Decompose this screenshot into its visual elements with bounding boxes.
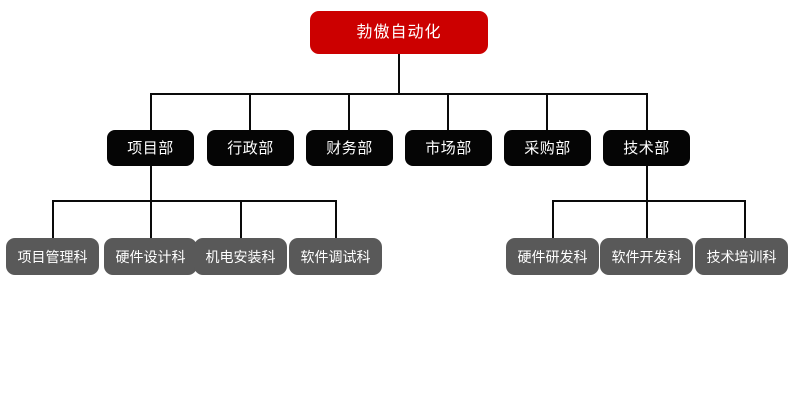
- org-node-department-marketing[interactable]: 市场部: [405, 130, 492, 166]
- org-node-section-software-development[interactable]: 软件开发科: [600, 238, 693, 275]
- org-node-section-project-management[interactable]: 项目管理科: [6, 238, 99, 275]
- org-node-department-finance-label: 财务部: [326, 139, 373, 157]
- connector-project-bus: [52, 200, 336, 202]
- org-node-department-administration-label: 行政部: [227, 139, 274, 157]
- org-node-department-purchasing[interactable]: 采购部: [504, 130, 591, 166]
- org-node-department-technical[interactable]: 技术部: [603, 130, 690, 166]
- org-node-section-software-development-label: 软件开发科: [611, 248, 682, 265]
- org-node-department-administration[interactable]: 行政部: [207, 130, 294, 166]
- connector-drop-dept-1: [150, 93, 152, 130]
- connector-drop-dept-6: [646, 93, 648, 130]
- org-node-section-software-debugging[interactable]: 软件调试科: [289, 238, 382, 275]
- connector-department-bus: [150, 93, 648, 95]
- org-node-root-label: 勃傲自动化: [356, 23, 442, 41]
- org-node-section-hardware-rd-label: 硬件研发科: [517, 248, 588, 265]
- org-node-department-project[interactable]: 项目部: [107, 130, 194, 166]
- connector-root-stem: [398, 54, 400, 93]
- connector-drop-section-5: [552, 200, 554, 238]
- org-node-section-software-debugging-label: 软件调试科: [300, 248, 371, 265]
- connector-drop-dept-3: [348, 93, 350, 130]
- org-node-section-hardware-design-label: 硬件设计科: [115, 248, 186, 265]
- org-node-department-technical-label: 技术部: [623, 139, 670, 157]
- connector-technical-stem: [646, 166, 648, 202]
- org-node-department-finance[interactable]: 财务部: [306, 130, 393, 166]
- org-node-department-purchasing-label: 采购部: [524, 139, 571, 157]
- connector-project-stem: [150, 166, 152, 202]
- org-node-root[interactable]: 勃傲自动化: [310, 11, 488, 54]
- org-node-section-technical-training[interactable]: 技术培训科: [695, 238, 788, 275]
- org-node-section-technical-training-label: 技术培训科: [706, 248, 777, 265]
- connector-technical-bus: [552, 200, 746, 202]
- connector-drop-dept-5: [546, 93, 548, 130]
- org-node-section-project-management-label: 项目管理科: [17, 248, 88, 265]
- connector-drop-section-4: [335, 200, 337, 238]
- connector-drop-section-2: [150, 200, 152, 238]
- org-node-section-electromechanical-installation[interactable]: 机电安装科: [194, 238, 287, 275]
- connector-drop-dept-4: [447, 93, 449, 130]
- org-node-department-marketing-label: 市场部: [425, 139, 472, 157]
- connector-drop-section-6: [646, 200, 648, 238]
- org-node-section-hardware-design[interactable]: 硬件设计科: [104, 238, 197, 275]
- connector-drop-section-3: [240, 200, 242, 238]
- connector-drop-dept-2: [249, 93, 251, 130]
- org-node-section-electromechanical-installation-label: 机电安装科: [205, 248, 276, 265]
- org-node-department-project-label: 项目部: [127, 139, 174, 157]
- connector-drop-section-1: [52, 200, 54, 238]
- connector-drop-section-7: [744, 200, 746, 238]
- org-node-section-hardware-rd[interactable]: 硬件研发科: [506, 238, 599, 275]
